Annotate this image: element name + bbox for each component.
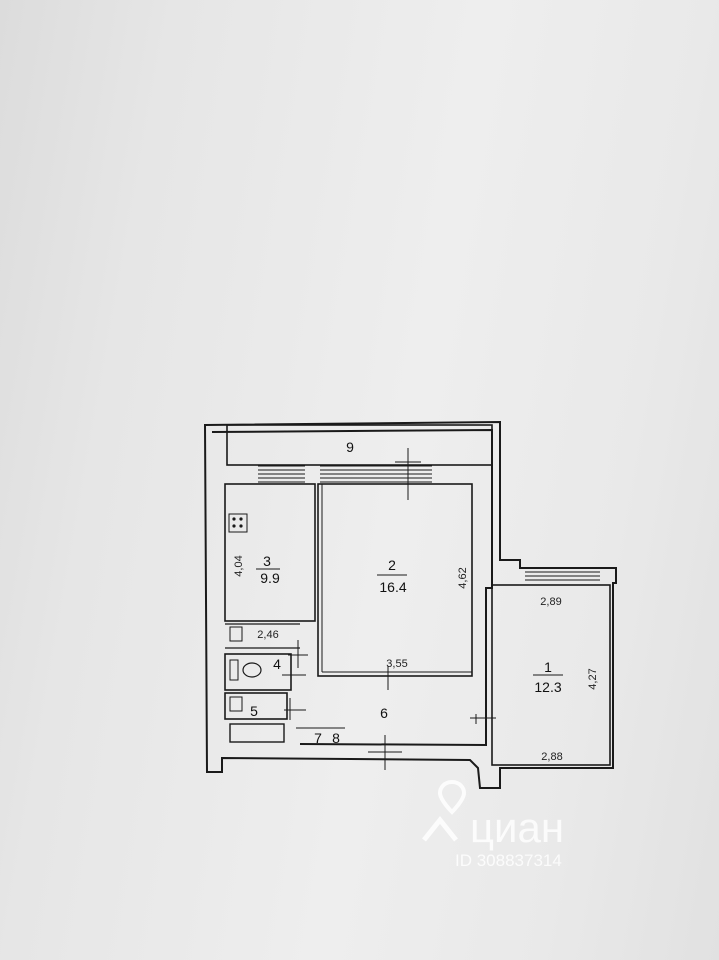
stove-icon [228, 513, 248, 533]
room-7-number: 7 [314, 730, 322, 746]
toilet-icon [242, 662, 262, 678]
room-3-bottom-dimension: 2,46 [257, 629, 278, 641]
room-3-area: 9.9 [260, 570, 280, 586]
room-2-bottom-dimension: 3,55 [386, 658, 407, 670]
room-8-number: 8 [332, 730, 340, 746]
room-1-bottom-dimension: 2,88 [541, 751, 562, 763]
windows-right [525, 567, 600, 581]
room-4-wall [224, 653, 292, 691]
bathtub [229, 723, 285, 743]
room-3-side-dimension: 4,04 [233, 555, 245, 576]
room-2-area: 16.4 [379, 579, 406, 595]
inner-wall [211, 428, 493, 747]
watermark-brand: циан [470, 804, 564, 851]
room-9-number: 9 [346, 439, 354, 455]
room-3-number: 3 [263, 553, 271, 569]
sink-icon [229, 626, 243, 642]
room-2-wall [317, 483, 473, 677]
room-2-side-dimension: 4,62 [457, 567, 469, 588]
room-5-number: 5 [250, 703, 258, 719]
room-6-number: 6 [380, 705, 388, 721]
balcony-wall [226, 424, 493, 466]
room-1-top-dimension: 2,89 [540, 596, 561, 608]
room-3-wall [224, 483, 316, 622]
windows-top [258, 465, 432, 483]
room-2-number: 2 [388, 557, 396, 573]
room-1-wall [491, 584, 611, 766]
room-1-area: 12.3 [534, 679, 561, 695]
room-1-side-dimension: 4,27 [587, 668, 599, 689]
room-5-wall [224, 692, 288, 720]
location-pin-icon [437, 779, 467, 815]
outer-wall [203, 420, 617, 789]
room-4-number: 4 [273, 656, 281, 672]
watermark-id: ID 308837314 [455, 851, 562, 870]
watermark: циан ID 308837314 [422, 779, 564, 870]
room-1-number: 1 [544, 659, 552, 675]
